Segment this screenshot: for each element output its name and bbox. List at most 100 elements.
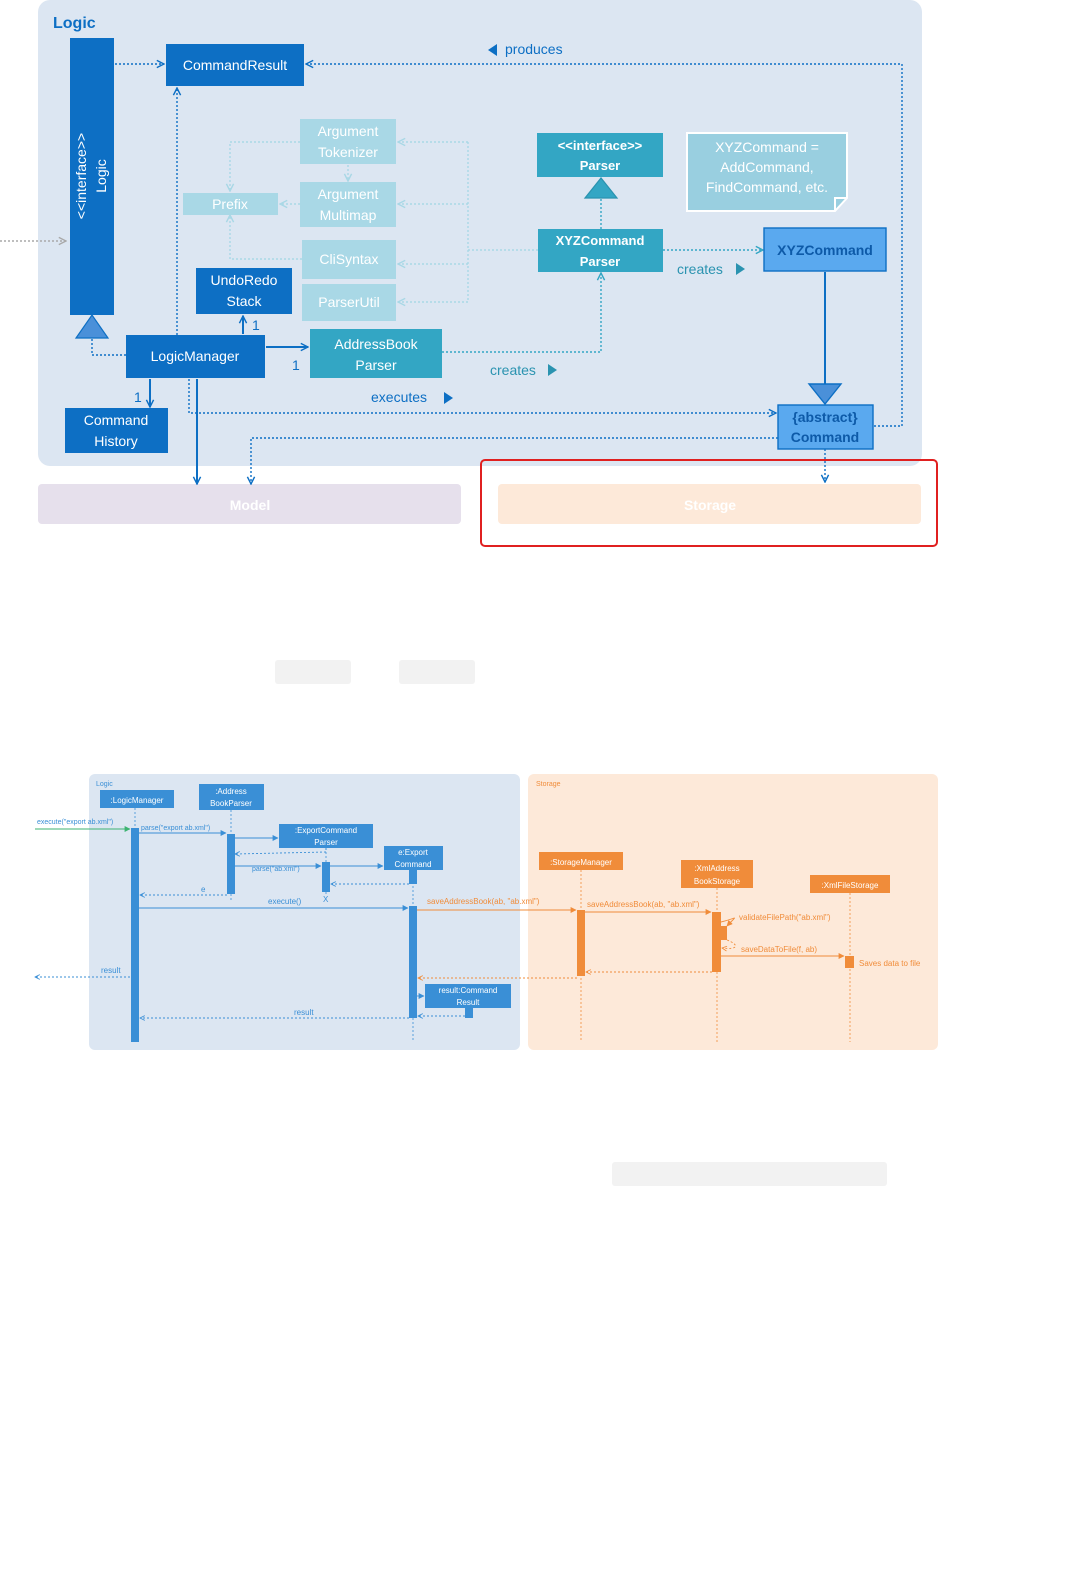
svg-text:Multimap: Multimap [320, 207, 377, 223]
svg-text:LogicManager: LogicManager [151, 348, 240, 364]
creates-label-xyz: creates [677, 261, 723, 277]
svg-text:AddressBook: AddressBook [334, 336, 418, 352]
svg-text:Argument: Argument [318, 186, 379, 202]
svg-text:<<interface>>: <<interface>> [558, 138, 643, 153]
parser-util-class: ParserUtil [302, 284, 396, 321]
placeholder-bar-2 [399, 660, 475, 684]
msg-execute-call: execute("export ab.xml") [37, 819, 113, 826]
lifeline-command-result: result:Command Result [425, 984, 511, 1008]
logic-package-label: Logic [53, 15, 96, 32]
storage-package [498, 484, 921, 524]
model-package-label: Model [230, 497, 270, 513]
undo-redo-stack-class: UndoRedo Stack [196, 268, 292, 314]
lifeline-storage-manager: :StorageManager [539, 852, 623, 870]
svg-text::ExportCommand: :ExportCommand [295, 826, 357, 835]
svg-text:Command: Command [84, 412, 149, 428]
msg-save-address-book-1: saveAddressBook(ab, "ab.xml") [427, 897, 540, 906]
multiplicity-history: 1 [134, 389, 142, 405]
model-package [38, 484, 461, 524]
svg-text:Stack: Stack [226, 293, 262, 309]
msg-execute: execute() [268, 897, 302, 906]
svg-text:result:Command: result:Command [439, 986, 498, 995]
sequence-diagram: Logic Storage :LogicManager :Address Boo… [35, 774, 938, 1050]
svg-text:XYZCommand =: XYZCommand = [715, 139, 819, 155]
cli-syntax-class: CliSyntax [302, 240, 396, 279]
note-saves-data: Saves data to file [859, 959, 921, 968]
creates-direction-icon-xyz [736, 263, 745, 275]
lifeline-export-command-parser: :ExportCommand Parser [279, 824, 373, 848]
interface-logic-stereotype: <<interface>> [73, 133, 89, 219]
interface-logic-name: Logic [93, 159, 109, 192]
svg-text:BookParser: BookParser [210, 799, 252, 808]
svg-text:UndoRedo: UndoRedo [211, 272, 278, 288]
abstract-command-class: {abstract} Command [777, 404, 874, 450]
multiplicity-undo-stack: 1 [252, 317, 260, 333]
svg-text:Parser: Parser [314, 838, 338, 847]
lifeline-logic-manager: :LogicManager [100, 790, 174, 808]
svg-text:FindCommand, etc.: FindCommand, etc. [706, 179, 828, 195]
svg-text:XYZCommand: XYZCommand [556, 233, 645, 248]
svg-text:Prefix: Prefix [212, 196, 248, 212]
svg-text::StorageManager: :StorageManager [550, 858, 612, 867]
lifeline-export-command: e:Export Command [384, 846, 443, 870]
msg-save-data-to-file: saveDataToFile(f, ab) [741, 945, 817, 954]
msg-save-address-book-2: saveAddressBook(ab, "ab.xml") [587, 900, 700, 909]
logic-manager-class: LogicManager [126, 335, 265, 378]
lifeline-xml-file-storage: :XmlFileStorage [810, 875, 890, 893]
prefix-class: Prefix [183, 193, 278, 215]
argument-tokenizer-class: Argument Tokenizer [300, 119, 396, 164]
svg-text::XmlFileStorage: :XmlFileStorage [822, 881, 879, 890]
destroy-mark: X [323, 895, 329, 904]
storage-frame [528, 774, 938, 1050]
svg-text:Tokenizer: Tokenizer [318, 144, 378, 160]
placeholder-bar-1 [275, 660, 351, 684]
msg-result-return-1: result [101, 966, 121, 975]
svg-text::Address: :Address [215, 787, 247, 796]
svg-text:CliSyntax: CliSyntax [319, 251, 378, 267]
svg-text::XmlAddress: :XmlAddress [694, 864, 739, 873]
svg-text:Command: Command [791, 429, 859, 445]
multiplicity-address-parser: 1 [292, 357, 300, 373]
svg-text:Parser: Parser [580, 254, 620, 269]
produces-label: produces [505, 41, 563, 57]
svg-text:ParserUtil: ParserUtil [318, 294, 379, 310]
msg-return-e: e [201, 885, 206, 894]
placeholder-bar-3 [612, 1162, 887, 1186]
msg-validate-file-path: validateFilePath("ab.xml") [739, 913, 831, 922]
interface-logic-class: <<interface>> Logic [70, 38, 114, 315]
produces-direction-icon [488, 44, 497, 56]
svg-text:Result: Result [457, 998, 480, 1007]
svg-text:XYZCommand: XYZCommand [777, 242, 873, 258]
msg-parse-call: parse("export ab.xml") [141, 825, 210, 832]
storage-package-label: Storage [684, 497, 736, 513]
sequence-messages [35, 826, 845, 1018]
argument-multimap-class: Argument Multimap [300, 182, 396, 227]
svg-text:Parser: Parser [580, 158, 620, 173]
storage-frame-label: Storage [536, 781, 561, 788]
svg-text:{abstract}: {abstract} [792, 409, 858, 425]
logic-frame-label: Logic [96, 781, 113, 788]
storage-highlight-box [480, 459, 938, 547]
msg-parse-args: parse("ab.xml") [252, 866, 300, 873]
command-history-class: Command History [65, 408, 168, 453]
creates-label-parser: creates [490, 362, 536, 378]
lifeline-xml-address-book-storage: :XmlAddress BookStorage [681, 860, 753, 888]
interface-parser-class: <<interface>> Parser [537, 133, 663, 177]
xyz-command-note: XYZCommand = AddCommand, FindCommand, et… [686, 132, 848, 212]
svg-text:Command: Command [395, 860, 432, 869]
creates-direction-icon-parser [548, 364, 557, 376]
svg-text:AddCommand,: AddCommand, [720, 159, 813, 175]
svg-text:e:Export: e:Export [398, 848, 429, 857]
command-result-class: CommandResult [166, 44, 304, 86]
svg-text::LogicManager: :LogicManager [111, 796, 164, 805]
svg-text:History: History [94, 433, 138, 449]
xyz-command-parser-class: XYZCommand Parser [538, 229, 663, 272]
address-book-parser-class: AddressBook Parser [310, 329, 442, 378]
msg-result-return-2: result [294, 1008, 314, 1017]
class-connectors [0, 64, 903, 484]
xyz-command-class: XYZCommand [763, 227, 887, 272]
svg-text:BookStorage: BookStorage [694, 877, 741, 886]
svg-text:Parser: Parser [355, 357, 397, 373]
class-diagram: Logic Model Storage [0, 0, 938, 547]
